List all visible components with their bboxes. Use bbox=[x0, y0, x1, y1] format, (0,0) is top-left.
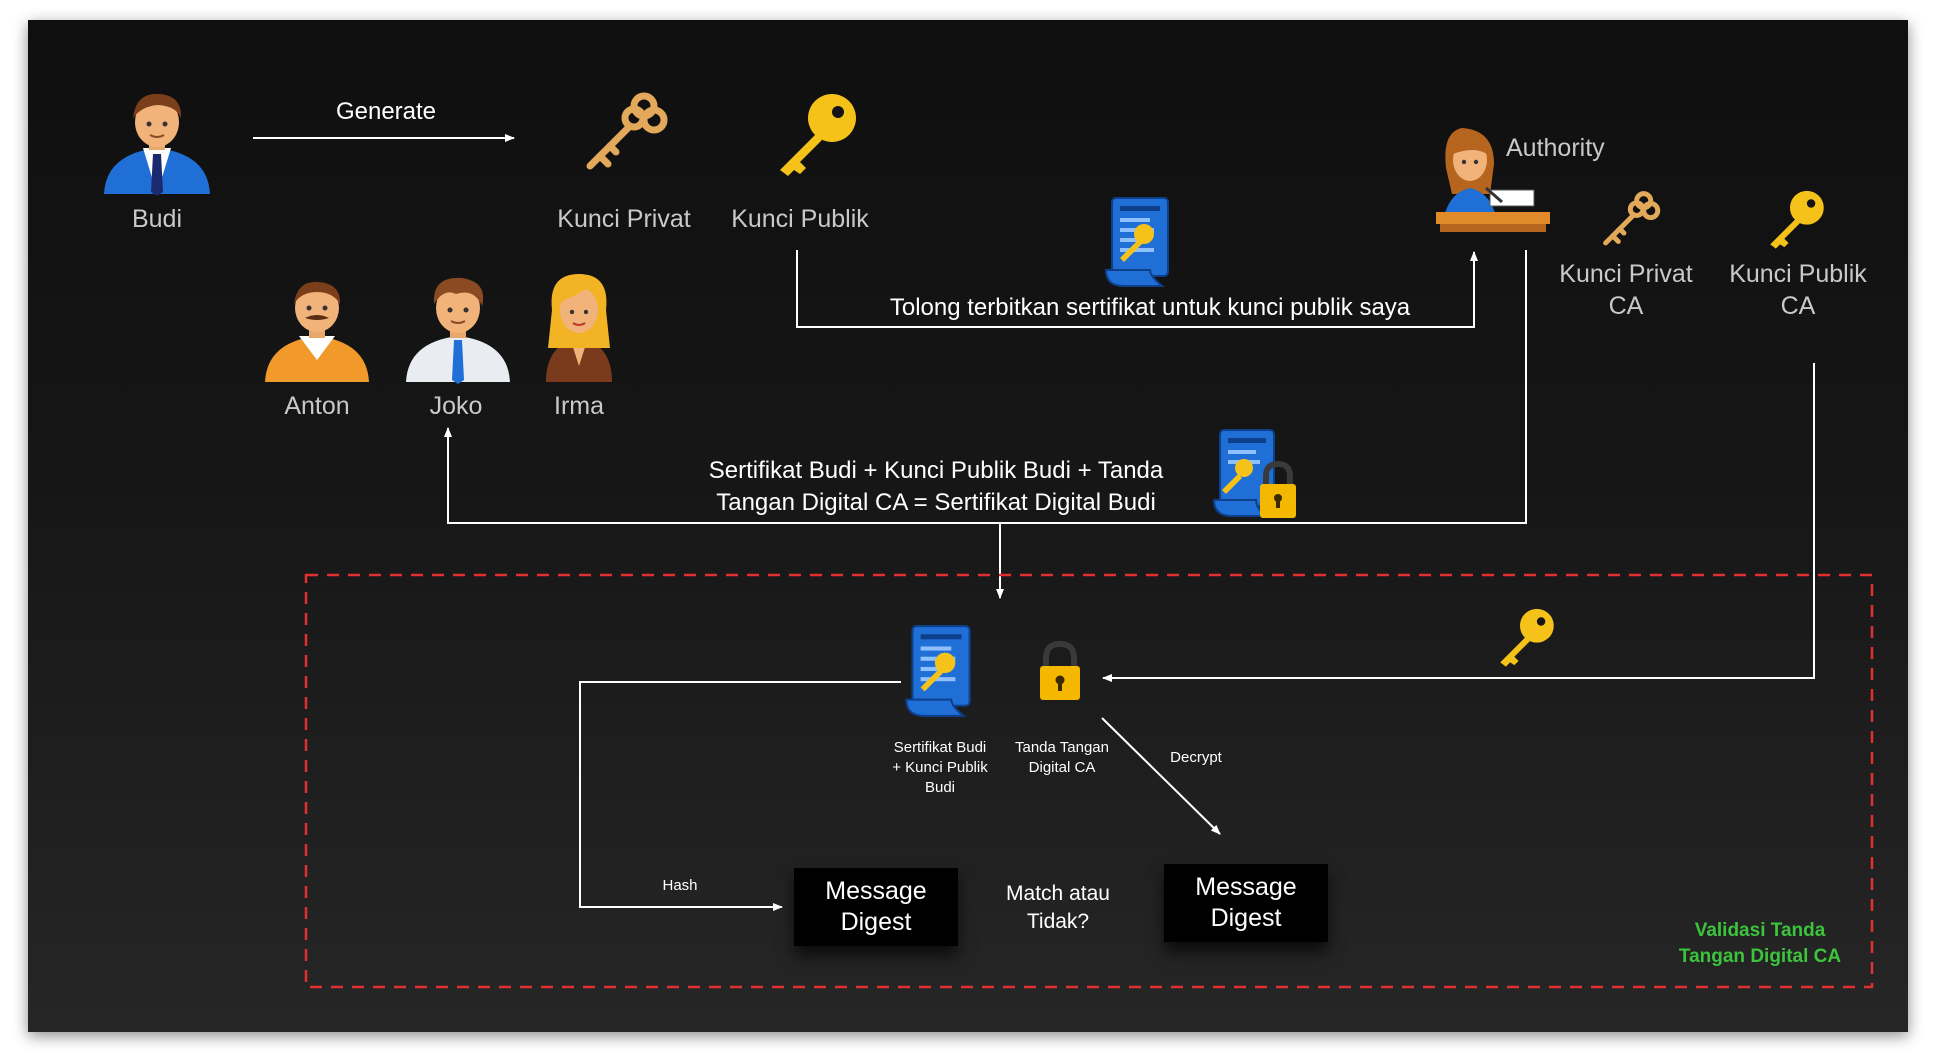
diagram-canvas bbox=[28, 20, 1908, 1032]
hash-connector bbox=[579, 681, 901, 911]
validation-certificate-label: Sertifikat Budi + Kunci Publik Budi bbox=[872, 738, 1008, 798]
certificate-formula-line1: Sertifikat Budi + Kunci Publik Budi + Ta… bbox=[708, 457, 1164, 484]
generate-label: Generate bbox=[335, 98, 437, 125]
certificate-request-icon bbox=[1104, 197, 1169, 287]
message-digest-left-line1: Message bbox=[825, 877, 927, 905]
budi-label: Budi bbox=[131, 205, 183, 233]
validation-certificate-label-line1: Sertifikat Budi bbox=[893, 739, 987, 756]
ca-private-key-label-line2: CA bbox=[1608, 292, 1644, 320]
private-key-icon bbox=[586, 92, 668, 170]
validation-section-title-line2: Tangan Digital CA bbox=[1678, 946, 1842, 967]
message-digest-left: Message Digest bbox=[794, 868, 958, 946]
private-key-label: Kunci Privat bbox=[557, 205, 691, 233]
ca-public-key-validation-icon bbox=[1500, 608, 1554, 667]
validation-certificate-label-line2: + Kunci Publik bbox=[892, 759, 988, 776]
message-digest-right-line2: Digest bbox=[1210, 904, 1282, 932]
signature-label: Tanda Tangan Digital CA bbox=[994, 738, 1130, 778]
joko-avatar-icon bbox=[406, 277, 510, 384]
request-label: Tolong terbitkan sertifikat untuk kunci … bbox=[889, 294, 1411, 321]
certificate-formula-line2: Tangan Digital CA = Sertifikat Digital B… bbox=[716, 489, 1156, 516]
decrypt-label: Decrypt bbox=[1170, 749, 1222, 766]
anton-label: Anton bbox=[284, 392, 350, 420]
message-digest-left-line2: Digest bbox=[840, 908, 912, 936]
ca-private-key-label-line1: Kunci Privat bbox=[1559, 260, 1693, 288]
joko-label: Joko bbox=[429, 392, 483, 420]
signature-label-line2: Digital CA bbox=[1028, 759, 1096, 776]
match-question-line2: Tidak? bbox=[1026, 910, 1090, 933]
validation-region bbox=[304, 573, 1874, 989]
ca-private-key-label: Kunci Privat CA bbox=[1540, 258, 1712, 322]
ca-public-key-label: Kunci Publik CA bbox=[1712, 258, 1884, 322]
request-connector bbox=[796, 250, 1478, 328]
digital-certificate-icon bbox=[1212, 429, 1296, 518]
message-digest-right-line1: Message bbox=[1195, 873, 1297, 901]
ca-public-key-connector bbox=[1102, 363, 1815, 682]
public-key-icon bbox=[780, 94, 856, 176]
decrypt-arrow bbox=[1101, 717, 1221, 835]
ca-public-key-label-line2: CA bbox=[1780, 292, 1816, 320]
validation-certificate-label-line3: Budi bbox=[924, 779, 956, 796]
signature-lock-icon bbox=[1040, 640, 1080, 700]
authority-avatar-icon bbox=[1436, 128, 1550, 232]
certificate-formula: Sertifikat Budi + Kunci Publik Budi + Ta… bbox=[646, 455, 1226, 519]
ca-public-key-icon bbox=[1770, 190, 1824, 249]
authority-label: Authority bbox=[1506, 134, 1605, 162]
irma-label: Irma bbox=[554, 392, 604, 420]
certificate-connector bbox=[444, 250, 1527, 524]
ca-private-key-icon bbox=[1603, 191, 1661, 246]
validation-section-title-line1: Validasi Tanda bbox=[1694, 920, 1826, 941]
validation-section-title: Validasi Tanda Tangan Digital CA bbox=[1660, 918, 1860, 970]
irma-avatar-icon bbox=[546, 274, 612, 382]
match-question: Match atau Tidak? bbox=[986, 880, 1130, 936]
hash-label: Hash bbox=[662, 877, 698, 894]
anton-avatar-icon bbox=[265, 281, 369, 382]
budi-avatar-icon bbox=[104, 93, 210, 196]
match-question-line1: Match atau bbox=[1006, 882, 1110, 905]
signature-label-line1: Tanda Tangan bbox=[1015, 739, 1109, 756]
message-digest-right: Message Digest bbox=[1164, 864, 1328, 942]
public-key-label: Kunci Publik bbox=[731, 205, 869, 233]
ca-public-key-label-line1: Kunci Publik bbox=[1729, 260, 1867, 288]
validation-certificate-icon bbox=[905, 625, 971, 717]
